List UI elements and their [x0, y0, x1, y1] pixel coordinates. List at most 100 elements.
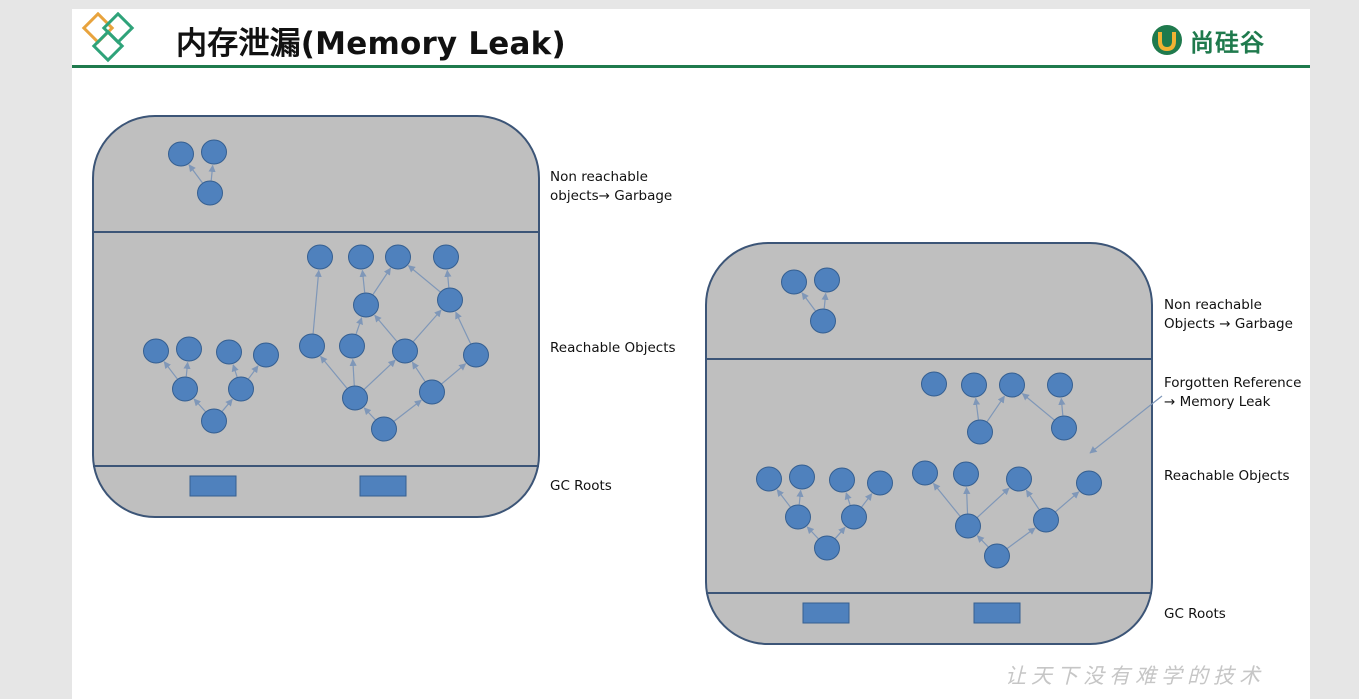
- reference-edge: [183, 361, 191, 377]
- object-node: [168, 141, 194, 167]
- object-node: [385, 244, 411, 270]
- reference-edge: [986, 395, 1005, 423]
- reference-edge: [374, 314, 398, 342]
- gc-roots-label: GC Roots: [550, 478, 612, 494]
- reference-edge: [1021, 393, 1055, 421]
- reference-edge: [231, 364, 239, 378]
- heap-diagram-normal: [92, 115, 540, 518]
- object-node: [867, 470, 893, 496]
- reachable-objects-label: Reachable Objects: [550, 340, 676, 356]
- object-node: [342, 385, 368, 411]
- label-line: Forgotten Reference: [1164, 375, 1302, 391]
- object-node: [955, 513, 981, 539]
- reference-edge: [441, 363, 467, 385]
- reference-edge: [163, 361, 178, 380]
- reference-edge: [444, 269, 452, 288]
- reference-edge: [1006, 527, 1036, 550]
- reference-edge: [363, 359, 396, 390]
- object-node: [785, 504, 811, 530]
- reference-edge: [861, 493, 873, 508]
- object-node: [810, 308, 836, 334]
- object-node: [433, 244, 459, 270]
- heap-region: [705, 242, 1153, 645]
- reference-edge: [363, 407, 376, 421]
- reference-edge: [976, 535, 989, 548]
- object-node: [921, 371, 947, 397]
- reference-edge: [1055, 491, 1080, 513]
- heap-diagram-leak: [705, 242, 1163, 645]
- reference-edge: [455, 311, 472, 344]
- reference-edge: [796, 489, 804, 505]
- reference-edge: [972, 397, 981, 420]
- reference-edge: [801, 292, 817, 312]
- reference-edge: [247, 365, 259, 380]
- object-node: [348, 244, 374, 270]
- object-node: [961, 372, 987, 398]
- object-node: [371, 416, 397, 442]
- diamond-logo-icon: [81, 12, 135, 63]
- reference-edge: [821, 292, 829, 309]
- page-title: 内存泄漏(Memory Leak): [176, 26, 566, 62]
- reference-edge: [188, 164, 204, 184]
- reference-edge: [411, 361, 426, 382]
- label-line: → Memory Leak: [1164, 394, 1271, 410]
- reference-edge: [221, 398, 233, 412]
- object-node: [953, 461, 979, 487]
- gc-root: [359, 475, 407, 497]
- label-line: Non reachable: [1164, 297, 1262, 313]
- object-node: [353, 292, 379, 318]
- watermark: 让天下没有难学的技术: [1005, 664, 1265, 688]
- object-node: [756, 466, 782, 492]
- object-node: [216, 339, 242, 365]
- object-node: [437, 287, 463, 313]
- reference-edge: [834, 526, 846, 539]
- object-node: [339, 333, 365, 359]
- object-node: [197, 180, 223, 206]
- reference-edge: [1025, 489, 1040, 510]
- object-node: [781, 269, 807, 295]
- reference-edge: [372, 267, 392, 295]
- brand-name: 尚硅谷: [1190, 28, 1265, 57]
- object-node: [201, 139, 227, 165]
- object-node: [307, 244, 333, 270]
- reference-edge: [193, 398, 207, 413]
- reference-edge: [349, 358, 357, 386]
- object-node: [1047, 372, 1073, 398]
- reference-edge: [933, 482, 961, 517]
- object-node: [912, 460, 938, 486]
- brand-logo: 尚硅谷: [1150, 22, 1265, 58]
- reference-edge: [359, 269, 367, 293]
- reference-edge: [1058, 397, 1066, 416]
- object-node: [419, 379, 445, 405]
- forgotten-reference-label: Forgotten Reference → Memory Leak: [1164, 374, 1301, 412]
- forgotten-reference-pointer: [1089, 395, 1163, 454]
- reference-edge: [407, 265, 441, 293]
- label-line: Non reachable: [550, 169, 648, 185]
- reference-edge: [393, 399, 422, 422]
- reference-edge: [776, 489, 791, 508]
- object-node: [1033, 507, 1059, 533]
- object-node: [228, 376, 254, 402]
- object-node: [172, 376, 198, 402]
- object-node: [176, 336, 202, 362]
- reference-edge: [320, 355, 348, 389]
- non-reachable-label: Non reachable objects→ Garbage: [550, 168, 672, 206]
- object-node: [841, 504, 867, 530]
- object-node: [999, 372, 1025, 398]
- reference-edge: [806, 526, 819, 540]
- object-node: [829, 467, 855, 493]
- object-node: [967, 419, 993, 445]
- header-rule: [72, 65, 1310, 68]
- object-node: [463, 342, 489, 368]
- non-reachable-label: Non reachable Objects → Garbage: [1164, 296, 1293, 334]
- object-node: [1076, 470, 1102, 496]
- object-node: [201, 408, 227, 434]
- object-node: [789, 464, 815, 490]
- object-node: [984, 543, 1010, 569]
- reachable-objects-label: Reachable Objects: [1164, 468, 1290, 484]
- gc-root: [802, 602, 850, 624]
- object-node: [814, 267, 840, 293]
- label-line: Objects → Garbage: [1164, 316, 1293, 332]
- object-node: [299, 333, 325, 359]
